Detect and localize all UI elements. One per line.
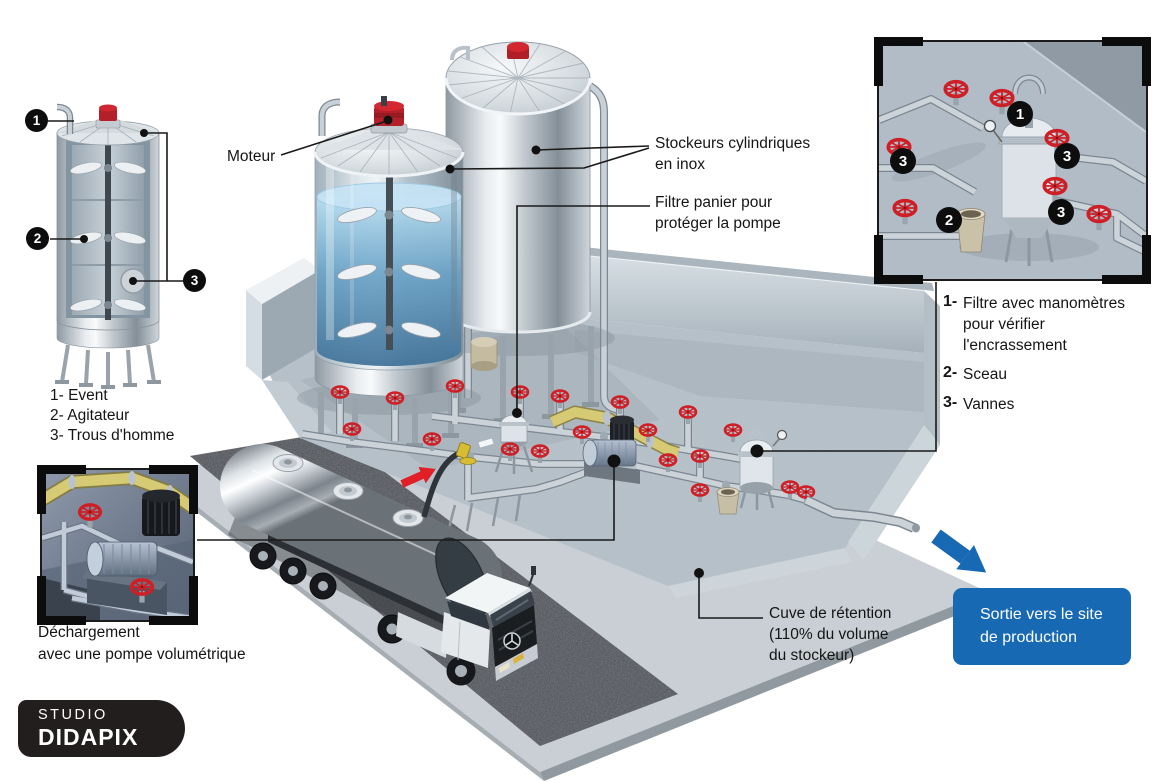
truck-cab (441, 566, 538, 686)
label-stockeurs-line2: en inox (655, 156, 705, 173)
filter-inset-svg (879, 42, 1146, 279)
legend-num-3: 3- (943, 394, 958, 411)
label-cuve-line3: du stockeur) (769, 647, 855, 664)
legend-item-event: 1- Event (50, 387, 108, 404)
unloading-hose (421, 437, 495, 518)
callout-vanne-a: 3 (890, 148, 916, 174)
label-cuve-retention: Cuve de rétention (110% du volume du sto… (769, 603, 891, 666)
output-box-line2: de production (980, 629, 1077, 646)
agitator-tank-legend: 1- Event 2- Agitateur 3- Trous d'homme (50, 386, 174, 446)
legend-vannes-text: Vannes (963, 396, 1015, 413)
label-filtre-line2: protéger la pompe (655, 215, 781, 232)
legend-filtre-line2: pour vérifier (963, 316, 1045, 333)
legend-item-agitateur: 2- Agitateur (50, 407, 130, 424)
agitator-tank-cutaway (55, 103, 161, 389)
detail-motor (99, 108, 117, 121)
tank-right-motor-cap (507, 42, 529, 59)
duplex-filter (716, 428, 788, 515)
mercedes-star (503, 632, 521, 650)
pump-caption-line1: Déchargement (38, 624, 140, 641)
callout-sceau: 2 (936, 207, 962, 233)
pump-inset-svg (42, 470, 193, 620)
leader-dots (80, 115, 764, 578)
label-stockeurs: Stockeurs cylindriques en inox (655, 133, 810, 175)
legend-num-2: 2- (943, 364, 958, 381)
callout-filtre: 1 (1007, 101, 1033, 127)
logo-studio-text: STUDIO (38, 707, 108, 723)
callout-vanne-b: 3 (1054, 143, 1080, 169)
label-cuve-line1: Cuve de rétention (769, 605, 892, 622)
red-arrow (400, 466, 436, 488)
legend-sceau-text: Sceau (963, 366, 1007, 383)
legend-row-filtre: 1- Filtre avec manomètres pour vérifier … (943, 293, 1125, 356)
legend-filtre-line3: l'encrassement (963, 337, 1067, 354)
filter-detail-inset (874, 37, 1151, 284)
output-box: Sortie vers le site de production (953, 588, 1131, 665)
legend-filtre-line1: Filtre avec manomètres (963, 295, 1125, 312)
callout-trous-homme: 3 (183, 269, 206, 292)
trailer-tank (220, 444, 502, 619)
tan-pot (470, 337, 498, 371)
label-filtre-panier: Filtre panier pour protéger la pompe (655, 192, 781, 234)
label-filtre-line1: Filtre panier pour (655, 194, 773, 211)
logo-name-text: DIDAPIX (38, 724, 139, 750)
legend-item-trous: 3- Trous d'homme (50, 427, 175, 444)
callout-event: 1 (25, 109, 48, 132)
agitator-assembly (337, 138, 441, 350)
leader-lines (48, 120, 937, 619)
legend-row-vannes: 3- Vannes (943, 394, 1014, 415)
blue-arrow (931, 529, 987, 573)
pump-inset-caption: Déchargement avec une pompe volumétrique (38, 622, 246, 665)
legend-num-1: 1- (943, 293, 958, 310)
legend-row-sceau: 2- Sceau (943, 364, 1007, 385)
exit-pipe (803, 495, 920, 533)
label-moteur: Moteur (227, 148, 276, 165)
pump-caption-line2: avec une pompe volumétrique (38, 645, 246, 663)
callout-agitateur: 2 (26, 227, 49, 250)
agitator-motor (370, 96, 408, 134)
studio-didapix-logo: STUDIO DIDAPIX (18, 700, 185, 757)
manholes (272, 454, 424, 527)
label-stockeurs-line1: Stockeurs cylindriques (655, 135, 811, 152)
inset-bucket (956, 208, 986, 253)
output-box-line1: Sortie vers le site (980, 606, 1103, 623)
label-cuve-line2: (110% du volume (769, 626, 889, 643)
bucket (716, 487, 740, 515)
callout-vanne-c: 3 (1048, 199, 1074, 225)
basket-filter (494, 414, 534, 474)
pump-detail-inset (37, 465, 198, 625)
volumetric-pump (582, 415, 640, 484)
